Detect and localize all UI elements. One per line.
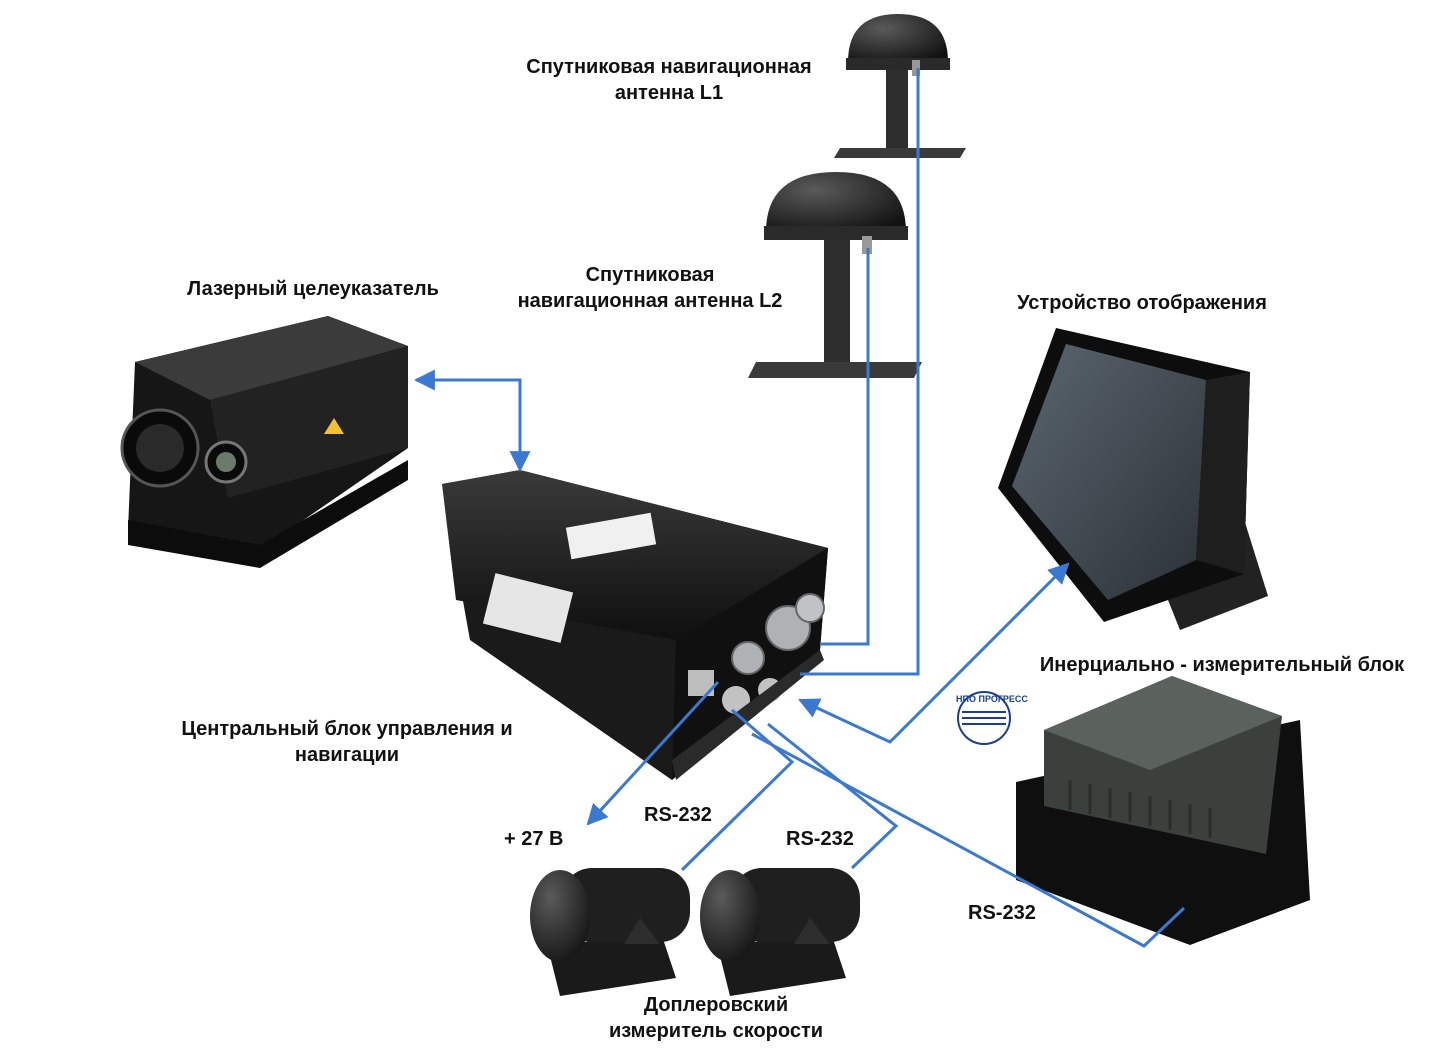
doppler-sensor-left-image (530, 868, 690, 996)
antenna-l1-label: Спутниковая навигационная антенна L1 (526, 56, 812, 104)
laser-link-line (413, 369, 531, 473)
imu-label: Инерциально - измерительный блок (1039, 654, 1405, 676)
laser-designator-image (120, 316, 408, 568)
central-unit-label: Центральный блок управления и навигации (181, 718, 513, 766)
rs232-imu-label: RS-232 (968, 902, 1036, 924)
imu-logo-text: НПО ПРОГРЕСС (956, 694, 1028, 704)
display-link-line (798, 562, 1070, 744)
imu-cable (751, 732, 1186, 948)
doppler1-cable (680, 708, 795, 872)
power-line (586, 680, 720, 826)
central-unit-image (442, 470, 828, 780)
antenna-l2-image (748, 172, 922, 378)
antenna-l2-label: Спутниковая навигационная антенна L2 (517, 264, 783, 312)
laser-label: Лазерный целеуказатель (187, 278, 439, 300)
doppler-sensor-right-image (700, 868, 860, 996)
power-label: + 27 В (504, 828, 564, 850)
rs232-doppler2-label: RS-232 (786, 828, 854, 850)
display-label: Устройство отображения (1017, 292, 1267, 314)
antenna-l1-image (834, 14, 966, 158)
imu-image (1016, 676, 1310, 945)
doppler2-cable (767, 722, 899, 870)
display-unit-image (998, 328, 1268, 630)
rs232-doppler1-label: RS-232 (644, 804, 712, 826)
doppler-label: Доплеровский измеритель скорости (608, 994, 824, 1042)
